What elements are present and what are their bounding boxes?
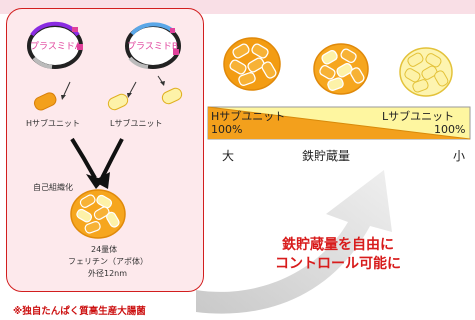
ferritin-particle — [70, 189, 126, 239]
label-small: 小 — [453, 149, 466, 163]
footnote: ※独自たんぱく質高生産大腸菌 — [13, 306, 146, 317]
control-callout: 鉄貯蔵量を自由に コントロール可能に — [268, 236, 408, 274]
ferritin-apo-label: フェリチン（アポ体） — [68, 257, 148, 266]
ferritin-l-rich — [399, 47, 453, 97]
plasmid-b-diagram — [125, 22, 181, 69]
outer-diameter-label: 外径12nm — [88, 269, 128, 278]
bar-h-label: Hサブユニット — [211, 110, 286, 123]
plasmid-a-diagram — [27, 21, 83, 69]
l-subunit-label: Lサブユニット — [110, 119, 163, 128]
bar-l-percent: 100% — [434, 123, 466, 136]
h-subunit-label: Hサブユニット — [26, 119, 81, 128]
callout-line-2: コントロール可能に — [275, 256, 401, 272]
bar-h-percent: 100% — [211, 123, 243, 136]
label-large: 大 — [222, 149, 235, 163]
ferritin-mixed — [313, 43, 369, 95]
oligomer-label: 24量体 — [91, 245, 118, 254]
callout-line-1: 鉄貯蔵量を自由に — [282, 237, 394, 253]
ferritin-h-rich — [223, 37, 281, 91]
plasmid-b-label: プラスミドB — [127, 42, 178, 52]
iron-storage-axis-label: 鉄貯蔵量 — [302, 149, 351, 163]
bar-l-label: Lサブユニット — [382, 110, 455, 123]
self-assembly-label: 自己組織化 — [33, 183, 73, 192]
ratio-bar — [207, 106, 471, 140]
plasmid-a-label: プラスミドA — [30, 42, 81, 52]
marker-icon — [77, 44, 83, 50]
